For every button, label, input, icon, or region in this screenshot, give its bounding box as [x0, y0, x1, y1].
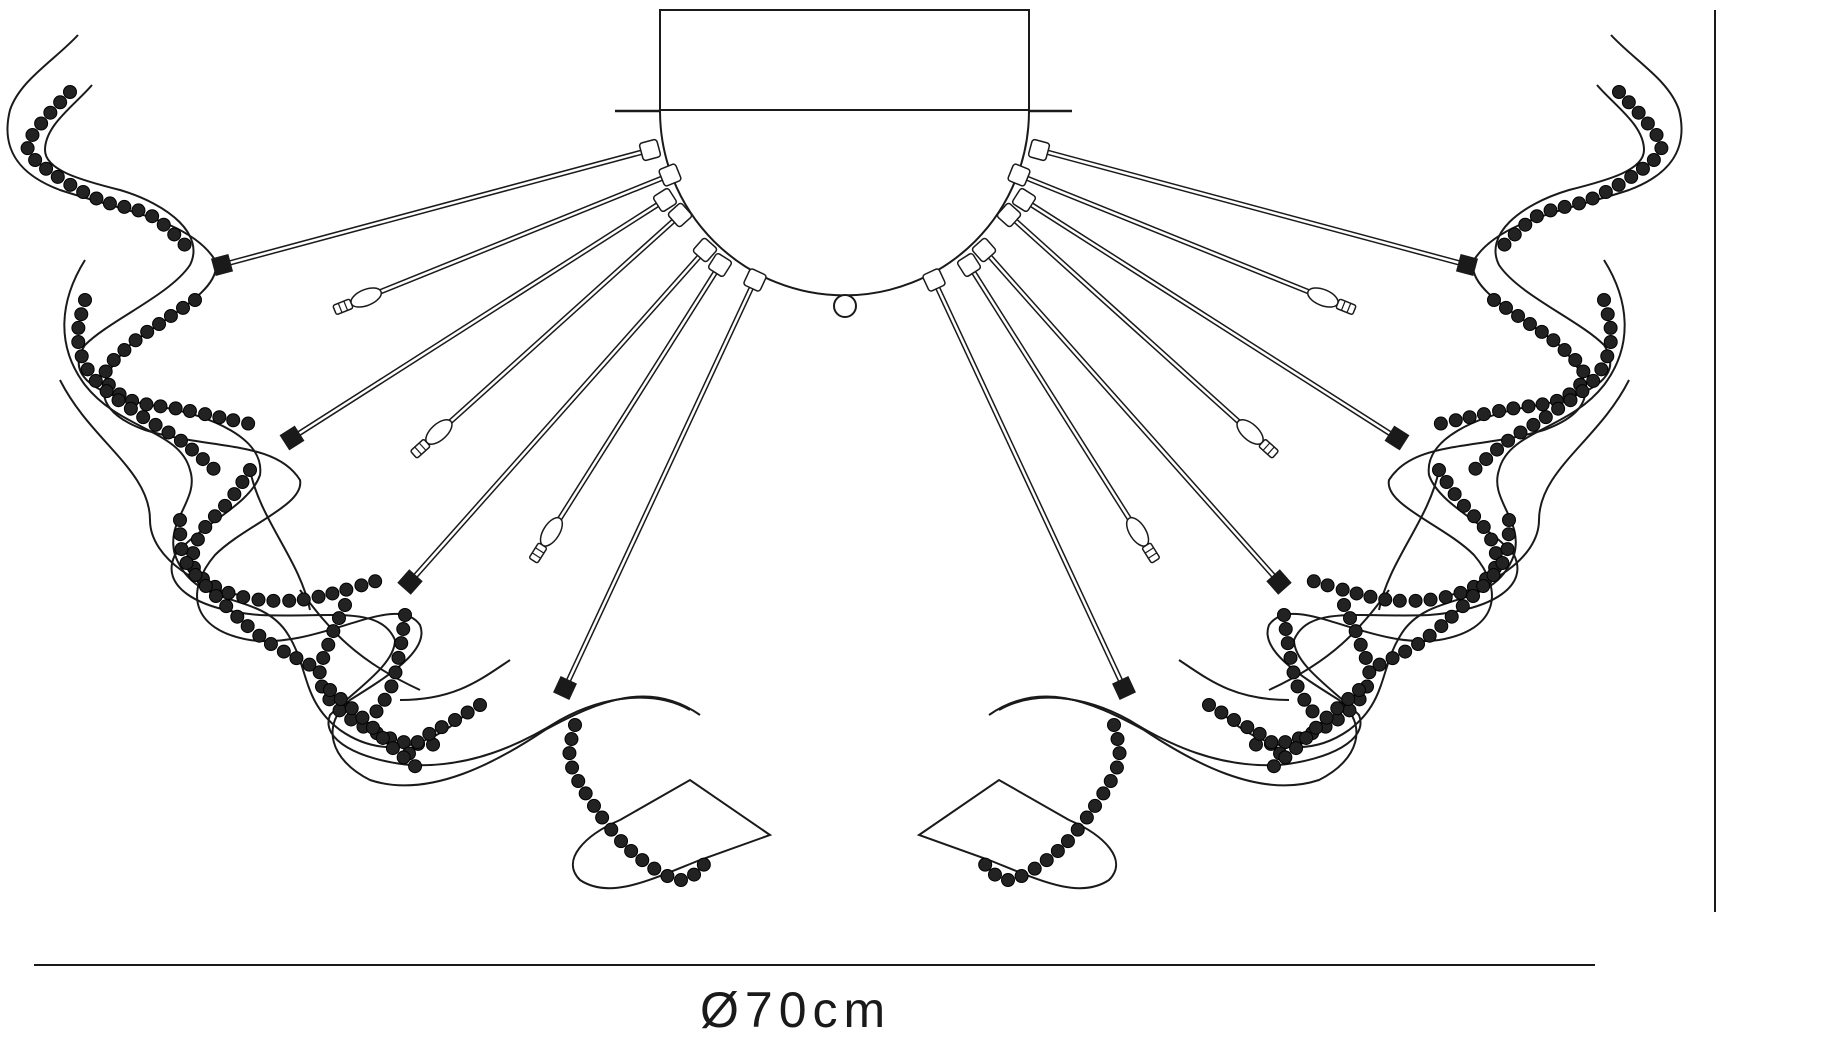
right-ribbon-outline-inner: [998, 84, 1646, 767]
left-arm-3: [397, 237, 718, 595]
left-arm-connector-2: [279, 425, 305, 451]
left-bulb-1: [332, 287, 383, 316]
left-bulb-arm-3: [529, 252, 733, 564]
left-bead-strand-1: [20, 85, 192, 252]
right-bulb-arm-2: [996, 202, 1279, 459]
left-bead-strand-4: [186, 463, 383, 608]
ribbon-swirls: [6, 34, 1683, 890]
right-bead-strand-5: [1372, 513, 1516, 672]
right-arm-connector-2: [1384, 425, 1410, 451]
right-bead-strand-8: [1202, 698, 1288, 761]
left-bead-strand-8: [401, 698, 487, 761]
right-ribbon-swirl: [916, 34, 1683, 890]
left-bead-strand-9: [562, 718, 711, 888]
right-bulb-3: [1125, 516, 1160, 564]
left-bulb-3: [529, 516, 564, 564]
left-arm-connector-4: [553, 676, 577, 700]
left-arm-connector-3: [397, 569, 423, 595]
left-arm-2: [279, 187, 678, 451]
right-arm-connector-4: [1112, 676, 1136, 700]
canopy-plate: [659, 9, 1030, 111]
left-ribbon-outline-2: [63, 259, 471, 748]
right-bulb-arm-1: [1007, 163, 1357, 316]
right-bulb-arm-3: [956, 252, 1160, 564]
right-bead-strand-3: [1468, 293, 1618, 476]
arms-group: [210, 138, 1479, 700]
left-arm-connector-1: [210, 253, 234, 277]
left-bead-strands: [20, 85, 711, 888]
left-ribbon-outline-3: [59, 379, 511, 701]
right-arm-connector-3: [1266, 569, 1292, 595]
left-bead-strand-3: [71, 293, 221, 476]
right-arm-connector-1: [1455, 253, 1479, 277]
right-bulb-1: [1306, 287, 1357, 316]
left-bead-strand-10: [323, 683, 423, 774]
right-ribbon-outline-2: [1218, 259, 1626, 748]
width-dimension-label: Ø70cm: [700, 982, 892, 1038]
right-bead-strand-1: [1497, 85, 1669, 252]
right-bead-strand-7: [1277, 608, 1320, 719]
dimension-lines: [34, 10, 1716, 966]
canopy-finial: [833, 294, 857, 318]
left-bead-strand-7: [369, 608, 412, 719]
right-arm-1: [1027, 138, 1479, 277]
right-ribbon-outline-4: [916, 778, 1118, 890]
left-arm-4: [553, 268, 767, 700]
right-bulb-2: [1236, 418, 1279, 459]
left-bulb-arm-1: [332, 163, 682, 316]
right-arm-3: [971, 237, 1292, 595]
left-ribbon-outline-4: [571, 778, 773, 890]
ceiling-canopy: [615, 9, 1072, 318]
right-ribbon-outline-3: [1178, 379, 1630, 701]
left-ribbon-swirl: [6, 34, 773, 890]
right-arm-2: [1011, 187, 1410, 451]
right-bead-strands: [978, 85, 1669, 888]
left-bulb-2: [410, 418, 453, 459]
left-bead-strand-2: [98, 293, 256, 431]
left-bead-strand-5: [173, 513, 317, 672]
left-bulb-arm-2: [410, 202, 693, 459]
right-bead-strand-2: [1433, 293, 1591, 431]
left-ribbon-outline-inner: [43, 84, 691, 767]
right-bead-strand-9: [978, 718, 1127, 888]
right-bead-strand-4: [1306, 463, 1503, 608]
left-arm-1: [210, 138, 662, 277]
right-bead-strand-10: [1266, 683, 1366, 774]
right-arm-4: [922, 268, 1136, 700]
